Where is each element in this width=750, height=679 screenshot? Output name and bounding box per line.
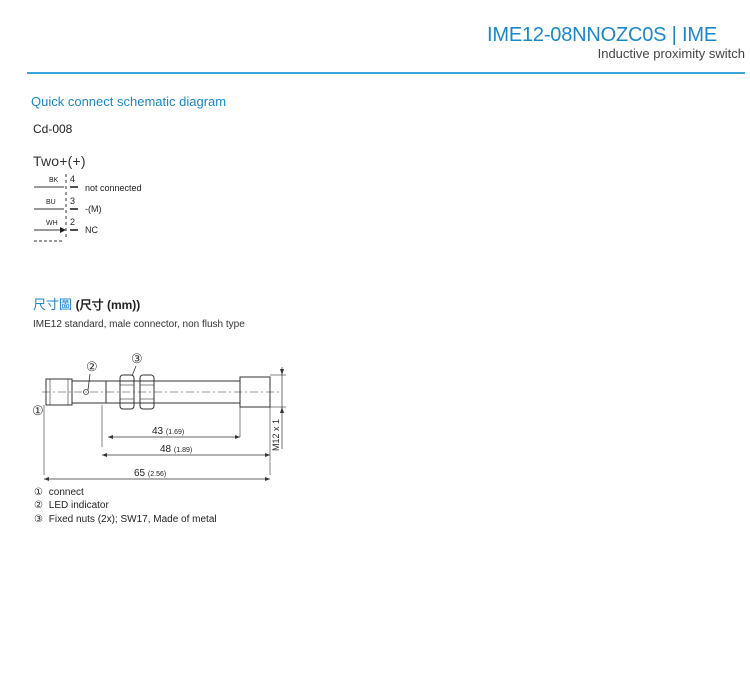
leader-2 (87, 373, 91, 391)
dimension-heading-unit: (尺寸 (mm)) (75, 298, 141, 312)
legend-item-3: ③ Fixed nuts (2x); SW17, Made of metal (34, 514, 217, 525)
pin-function-4: not connected (85, 183, 142, 193)
callout-1: ① (32, 403, 44, 418)
dim-arrow (108, 435, 113, 439)
callout-3: ③ (131, 351, 143, 366)
dim-arrow (280, 369, 284, 375)
thread-label: M12 x 1 (271, 419, 281, 451)
dim-arrow (280, 407, 284, 413)
legend-text: LED indicator (48, 500, 109, 511)
legend-num: ② (34, 500, 43, 511)
legend-text: connect (48, 487, 84, 498)
legend-num: ① (34, 487, 43, 498)
dimension-heading-cn: 尺寸圖 (33, 297, 73, 312)
arrow-icon (60, 227, 66, 233)
leader-3 (131, 365, 137, 377)
page-subtitle: Inductive proximity switch (597, 46, 745, 61)
dim-arrow (265, 453, 270, 457)
pin-num-3: 3 (70, 196, 75, 206)
legend-item-2: ② LED indicator (34, 500, 109, 511)
schematic-code: Cd-008 (33, 122, 73, 136)
dimension-drawing: ② ③ ① 43 (1.69) 48 (1.89) 65 (2.56) M12 … (32, 351, 286, 481)
dim-65-value: 65 (2.56) (134, 468, 166, 479)
dim-arrow (265, 477, 270, 481)
dim-arrow (44, 477, 49, 481)
pin-color-wh: WH (46, 220, 58, 227)
wiring-label: Two+(+) (33, 153, 86, 169)
pin-color-bk: BK (49, 177, 59, 184)
dimension-description: IME12 standard, male connector, non flus… (33, 319, 245, 330)
dim-48-value: 48 (1.89) (160, 444, 192, 455)
dim-arrow (102, 453, 107, 457)
callout-2: ② (86, 359, 98, 374)
pin-color-bu: BU (46, 199, 56, 206)
legend-item-1: ① connect (34, 487, 84, 498)
pin-function-2: NC (85, 225, 98, 235)
dimension-heading: 尺寸圖 (尺寸 (mm)) (33, 294, 140, 313)
wiring-schematic: BK 4 not connected BU 3 -(M) WH 2 NC (34, 174, 142, 242)
dim-43-value: 43 (1.69) (152, 426, 184, 437)
schematic-heading: Quick connect schematic diagram (31, 94, 227, 109)
pin-num-4: 4 (70, 174, 75, 184)
pin-num-2: 2 (70, 217, 75, 227)
led-indicator-icon (83, 389, 89, 395)
legend-num: ③ (34, 514, 43, 525)
dim-arrow (235, 435, 240, 439)
page-title: IME12-08NNOZC0S | IME (487, 24, 717, 46)
legend-text: Fixed nuts (2x); SW17, Made of metal (48, 514, 217, 525)
header-divider (27, 72, 745, 74)
pin-function-3: -(M) (85, 204, 102, 214)
